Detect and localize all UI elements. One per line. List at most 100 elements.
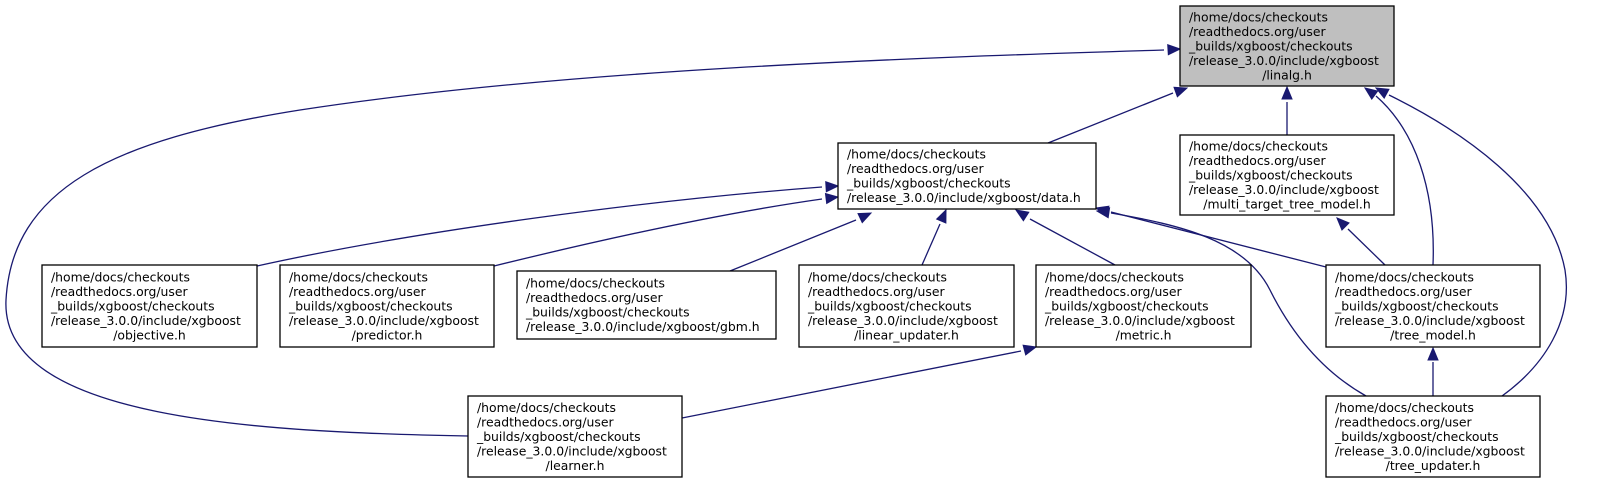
node-label-line: /tree_updater.h <box>1386 458 1481 473</box>
node-label-line: /learner.h <box>546 458 605 473</box>
node-label-line: /home/docs/checkouts <box>847 147 986 162</box>
arrowhead <box>935 208 947 224</box>
edge-data-to-linalg <box>1047 86 1189 144</box>
node-box <box>516 270 777 340</box>
node-label-line: /readthedocs.org/user <box>51 284 188 299</box>
edge-line <box>1347 228 1386 266</box>
edge-line <box>1029 218 1116 266</box>
node-label-line: _builds/xgboost/checkouts <box>846 176 1011 191</box>
node-label-line: /release_3.0.0/include/xgboost <box>289 313 479 328</box>
node-label-line: /home/docs/checkouts <box>1335 400 1474 415</box>
node-box <box>1179 134 1395 216</box>
arrowhead <box>825 181 840 193</box>
node-label-line: _builds/xgboost/checkouts <box>50 298 215 313</box>
node-label-line: _builds/xgboost/checkouts <box>1334 429 1499 444</box>
graph-nodes: /home/docs/checkouts/readthedocs.org/use… <box>41 5 1541 478</box>
node-label-line: /readthedocs.org/user <box>847 161 984 176</box>
node-learner[interactable]: /home/docs/checkouts/readthedocs.org/use… <box>467 395 683 478</box>
edge-line <box>1388 94 1567 397</box>
node-label-line: /release_3.0.0/include/xgboost <box>808 313 998 328</box>
node-tree-updater[interactable]: /home/docs/checkouts/readthedocs.org/use… <box>1325 395 1541 478</box>
node-label-line: _builds/xgboost/checkouts <box>476 429 641 444</box>
edge-multi_target-to-linalg <box>1281 85 1293 135</box>
node-label-line: /home/docs/checkouts <box>1335 269 1474 284</box>
node-label-line: _builds/xgboost/checkouts <box>1188 38 1353 53</box>
node-multi-target[interactable]: /home/docs/checkouts/readthedocs.org/use… <box>1179 134 1395 216</box>
node-label-line: _builds/xgboost/checkouts <box>1334 298 1499 313</box>
node-label-line: /home/docs/checkouts <box>477 400 616 415</box>
edge-tree_updater-to-data <box>1095 207 1367 397</box>
edge-line <box>681 350 1022 419</box>
arrowhead <box>1374 87 1390 99</box>
node-label-line: /readthedocs.org/user <box>1045 284 1182 299</box>
node-label-line: /predictor.h <box>352 327 423 342</box>
edge-line <box>256 186 823 267</box>
node-label-line: /release_3.0.0/include/xgboost <box>51 313 241 328</box>
edge-line <box>1375 95 1434 266</box>
node-box <box>1179 5 1395 87</box>
node-box <box>279 264 495 348</box>
arrowhead <box>824 192 840 205</box>
node-label-line: /home/docs/checkouts <box>808 269 947 284</box>
edge-gbm-to-data <box>729 212 873 272</box>
node-linalg[interactable]: /home/docs/checkouts/readthedocs.org/use… <box>1179 5 1395 87</box>
node-label-line: _builds/xgboost/checkouts <box>1044 298 1209 313</box>
node-label-line: /home/docs/checkouts <box>51 269 190 284</box>
edge-line <box>729 219 857 272</box>
edge-learner-to-linalg <box>5 44 1182 437</box>
node-predictor[interactable]: /home/docs/checkouts/readthedocs.org/use… <box>279 264 495 348</box>
node-label-line: /release_3.0.0/include/xgboost <box>1045 313 1235 328</box>
node-metric[interactable]: /home/docs/checkouts/readthedocs.org/use… <box>1035 264 1252 348</box>
node-box <box>41 264 258 348</box>
node-label-line: /home/docs/checkouts <box>289 269 428 284</box>
arrowhead <box>1014 209 1030 222</box>
arrowhead <box>1167 44 1182 56</box>
node-box <box>1325 264 1541 348</box>
node-linear-updater[interactable]: /home/docs/checkouts/readthedocs.org/use… <box>798 264 1015 348</box>
edge-linear_updater-to-data <box>921 208 947 266</box>
edge-tree_model-to-linalg <box>1363 87 1434 266</box>
node-label-line: /home/docs/checkouts <box>1189 138 1328 153</box>
node-label-line: /readthedocs.org/user <box>1189 24 1326 39</box>
edge-metric-to-data <box>1014 209 1116 266</box>
node-label-line: /release_3.0.0/include/xgboost/gbm.h <box>526 319 760 334</box>
node-box <box>798 264 1015 348</box>
edge-line <box>1110 211 1327 268</box>
edge-line <box>1110 212 1367 397</box>
edge-line <box>493 198 823 267</box>
node-label-line: /readthedocs.org/user <box>477 414 614 429</box>
edge-predictor-to-data <box>493 192 840 267</box>
node-label-line: _builds/xgboost/checkouts <box>807 298 972 313</box>
node-label-line: /home/docs/checkouts <box>1189 9 1328 24</box>
node-label-line: /readthedocs.org/user <box>808 284 945 299</box>
arrowhead <box>1281 85 1293 100</box>
node-box <box>1325 395 1541 478</box>
arrowhead <box>1022 344 1038 356</box>
arrowhead <box>1336 217 1350 231</box>
node-objective[interactable]: /home/docs/checkouts/readthedocs.org/use… <box>41 264 258 348</box>
node-label-line: /metric.h <box>1116 327 1172 342</box>
node-label-line: /home/docs/checkouts <box>526 276 665 291</box>
arrowhead <box>1363 87 1379 101</box>
node-label-line: /release_3.0.0/include/xgboost <box>1335 443 1525 458</box>
node-label-line: /objective.h <box>113 327 186 342</box>
node-label-line: /tree_model.h <box>1390 327 1476 342</box>
graph-edges <box>5 44 1567 437</box>
node-gbm[interactable]: /home/docs/checkouts/readthedocs.org/use… <box>516 270 777 340</box>
node-label-line: /home/docs/checkouts <box>1045 269 1184 284</box>
edge-tree_model-to-tree_updater <box>1427 346 1439 396</box>
node-tree-model[interactable]: /home/docs/checkouts/readthedocs.org/use… <box>1325 264 1541 348</box>
node-label-line: /readthedocs.org/user <box>526 290 663 305</box>
arrowhead <box>857 212 873 224</box>
node-data[interactable]: /home/docs/checkouts/readthedocs.org/use… <box>837 142 1097 210</box>
node-label-line: /release_3.0.0/include/xgboost <box>477 443 667 458</box>
edge-objective-to-data <box>256 181 840 267</box>
node-label-line: /release_3.0.0/include/xgboost <box>1189 182 1379 197</box>
node-label-line: /multi_target_tree_model.h <box>1203 196 1370 211</box>
node-label-line: /release_3.0.0/include/xgboost <box>1335 313 1525 328</box>
arrowhead <box>1095 207 1111 219</box>
node-box <box>837 142 1097 210</box>
arrowhead <box>1427 346 1439 361</box>
node-label-line: /release_3.0.0/include/xgboost/data.h <box>847 190 1081 205</box>
